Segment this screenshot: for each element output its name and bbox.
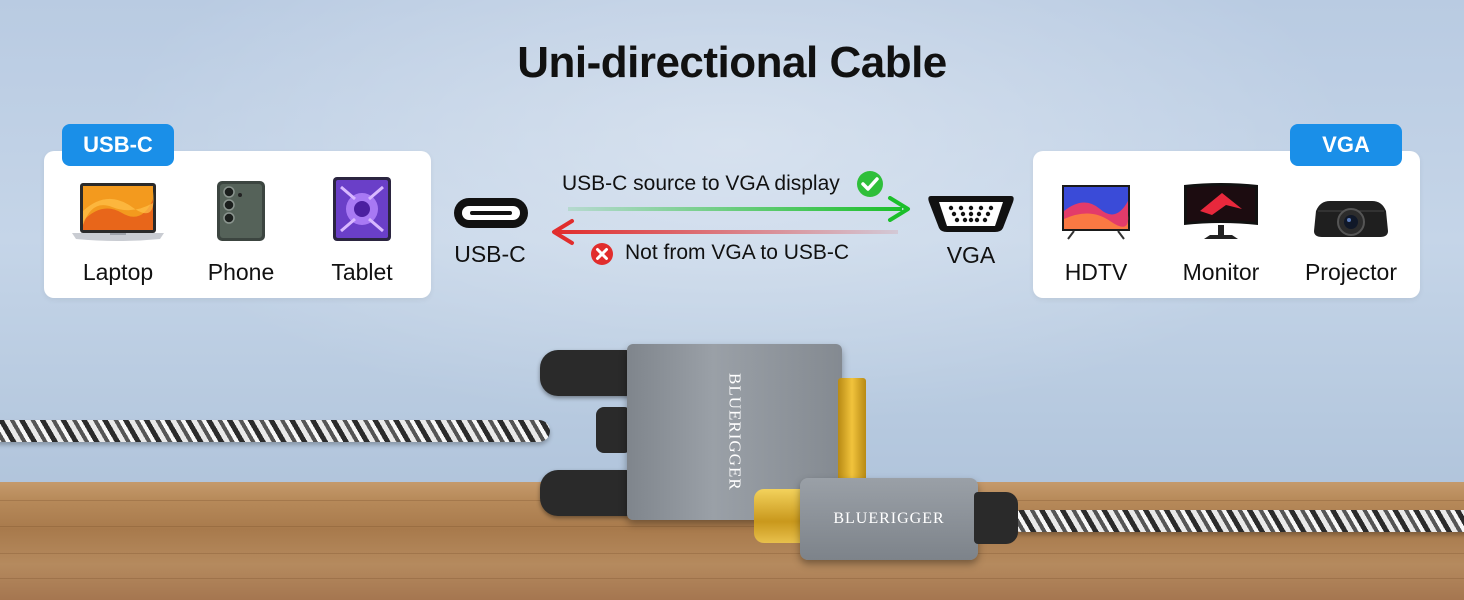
device-label: Monitor bbox=[1182, 259, 1260, 285]
device-laptop: Laptop bbox=[58, 171, 178, 286]
tv-icon bbox=[1062, 185, 1130, 240]
device-label: Laptop bbox=[82, 259, 154, 285]
vga-braided-cable bbox=[0, 420, 550, 442]
page-title: Uni-directional Cable bbox=[517, 38, 947, 87]
forward-arrow bbox=[568, 196, 910, 222]
device-tablet: Tablet bbox=[302, 171, 422, 286]
reverse-arrow bbox=[552, 219, 898, 245]
vga-port-label: VGA bbox=[946, 242, 996, 268]
device-projector: Projector bbox=[1291, 171, 1411, 286]
device-label: Phone bbox=[207, 259, 275, 285]
usb-c-connector-housing: BLUERIGGER bbox=[800, 478, 978, 560]
forward-direction-text: USB-C source to VGA display bbox=[562, 172, 840, 195]
device-hdtv: HDTV bbox=[1036, 171, 1156, 286]
display-devices-card: HDTV Monitor Projector bbox=[1033, 151, 1420, 298]
projector-icon bbox=[1314, 201, 1388, 237]
usb-c-cable-strain-relief bbox=[974, 492, 1018, 544]
vga-thumbscrew-bottom bbox=[540, 470, 632, 516]
phone-icon bbox=[217, 181, 265, 241]
usb-c-port-icon bbox=[454, 198, 528, 228]
monitor-icon bbox=[1184, 183, 1258, 239]
reverse-direction-text: Not from VGA to USB-C bbox=[625, 241, 850, 264]
vga-brand-label: BLUERIGGER bbox=[725, 373, 745, 491]
tablet-icon bbox=[333, 177, 391, 241]
source-badge: USB-C bbox=[62, 124, 174, 166]
usb-c-port-label: USB-C bbox=[454, 241, 526, 267]
vga-cable-strain-relief bbox=[596, 407, 632, 453]
device-label: Tablet bbox=[331, 259, 393, 285]
vga-port-icon bbox=[928, 196, 1014, 232]
check-icon bbox=[857, 171, 883, 197]
laptop-icon bbox=[72, 183, 164, 241]
display-badge: VGA bbox=[1290, 124, 1402, 166]
vga-thumbscrew-top bbox=[540, 350, 632, 396]
device-monitor: Monitor bbox=[1161, 171, 1281, 286]
device-phone: Phone bbox=[181, 171, 301, 286]
cross-icon bbox=[591, 243, 613, 265]
device-label: Projector bbox=[1304, 259, 1398, 285]
source-devices-card: Laptop Phone Tablet bbox=[44, 151, 431, 298]
usb-c-braided-cable bbox=[1010, 510, 1464, 532]
device-label: HDTV bbox=[1064, 259, 1128, 285]
usb-c-brand-label: BLUERIGGER bbox=[833, 510, 945, 527]
